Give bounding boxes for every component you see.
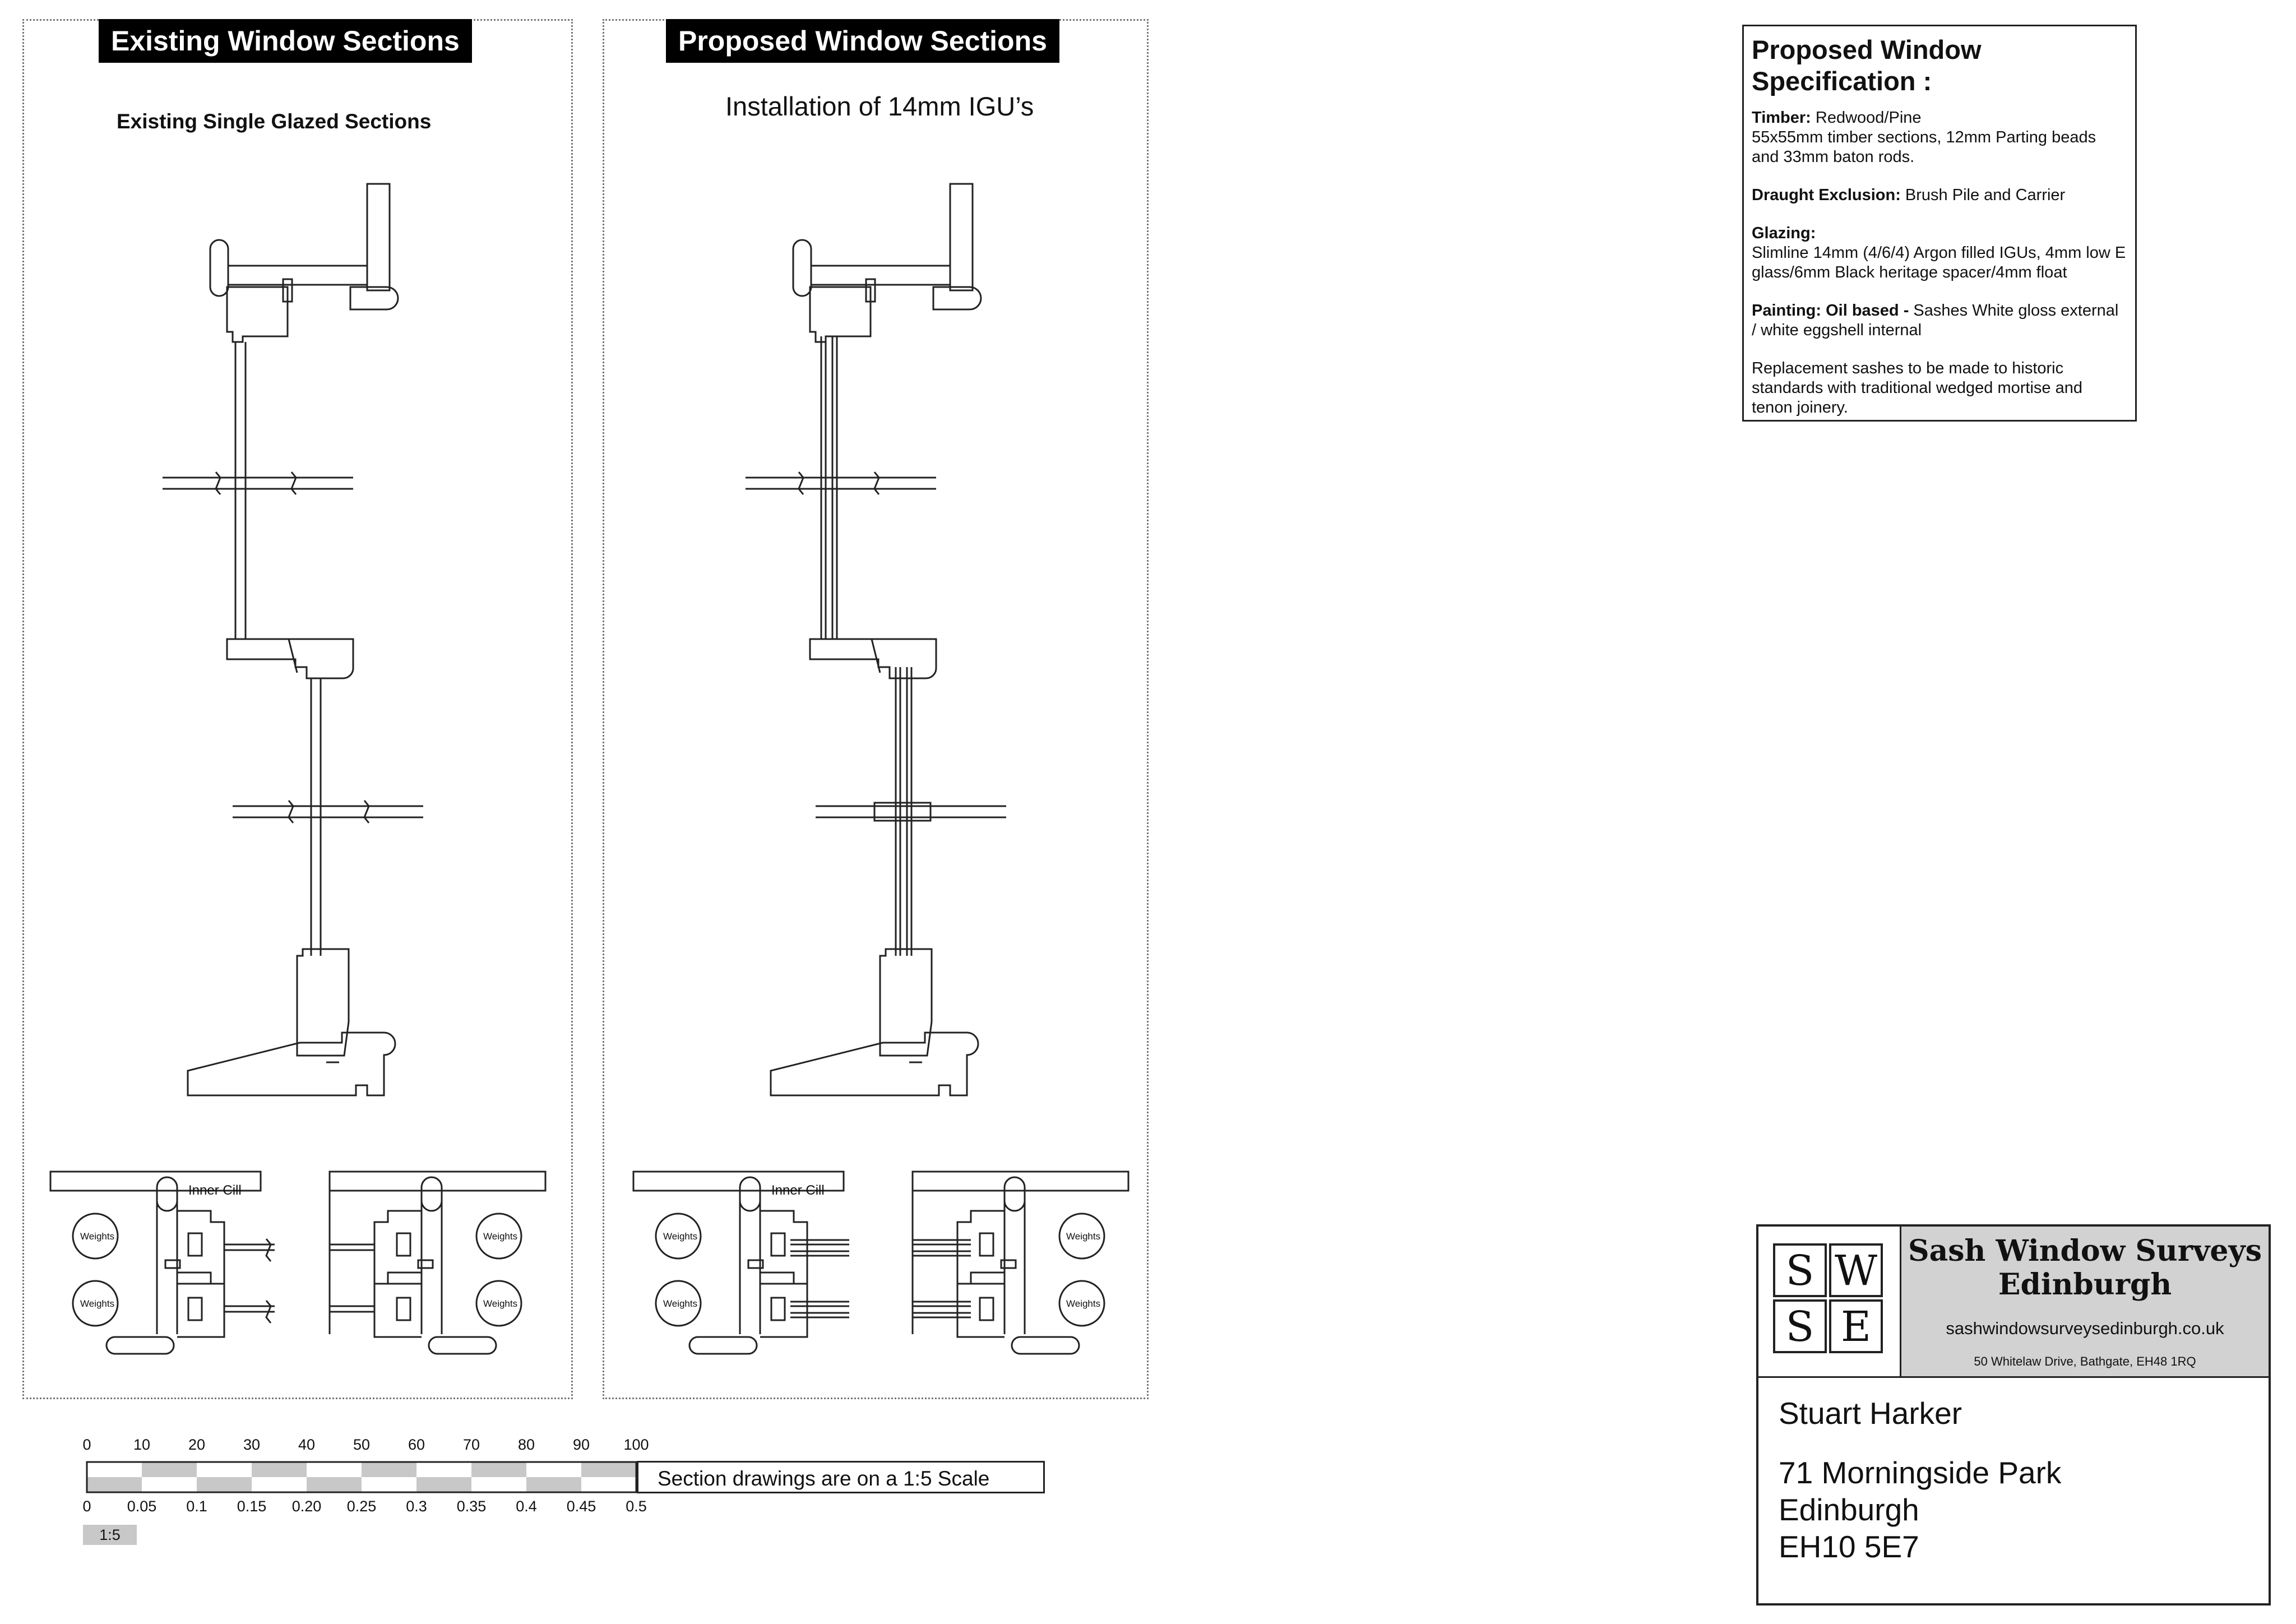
company-name-line1: Sash Window Surveys bbox=[1908, 1234, 2262, 1268]
scale-bar bbox=[86, 1461, 637, 1493]
logo-letter-s2: S bbox=[1773, 1299, 1827, 1353]
proposed-plan-section-drawing bbox=[632, 1170, 1130, 1355]
proposed-weights-label-2: Weights bbox=[663, 1298, 698, 1309]
existing-weights-label-3: Weights bbox=[483, 1231, 518, 1242]
scale-bottom-label: 0.25 bbox=[346, 1498, 377, 1515]
scale-segment-top-4 bbox=[307, 1462, 362, 1477]
scale-top-label: 70 bbox=[462, 1436, 480, 1453]
scale-segment-bottom-2 bbox=[197, 1477, 252, 1492]
scale-bottom-label: 0.4 bbox=[516, 1498, 537, 1515]
proposed-sections-subtitle: Installation of 14mm IGU’s bbox=[725, 91, 1034, 121]
scale-bottom-label: 0.15 bbox=[237, 1498, 267, 1515]
logo-letter-e: E bbox=[1829, 1299, 1883, 1353]
spec-title: Proposed Window Specification : bbox=[1752, 35, 1982, 96]
scale-ratio-text: 1:5 bbox=[99, 1526, 121, 1543]
spec-timber-label: Timber: bbox=[1752, 109, 1811, 127]
existing-weights-label-2: Weights bbox=[80, 1298, 115, 1309]
existing-vertical-section-drawing bbox=[163, 183, 423, 1096]
spec-timber: Timber: Redwood/Pine 55x55mm timber sect… bbox=[1752, 108, 2127, 167]
scale-top-label: 0 bbox=[82, 1436, 91, 1453]
client-address-line2: Edinburgh bbox=[1779, 1492, 1919, 1527]
proposed-weights-label-3: Weights bbox=[1066, 1231, 1101, 1242]
company-name-line2: Edinburgh bbox=[1998, 1267, 2172, 1302]
proposed-vertical-section-drawing bbox=[746, 183, 1006, 1096]
scale-segment-top-0 bbox=[87, 1462, 142, 1477]
scale-bottom-label: 0.3 bbox=[406, 1498, 427, 1515]
scale-top-label: 40 bbox=[298, 1436, 316, 1453]
existing-sections-subtitle: Existing Single Glazed Sections bbox=[117, 110, 432, 133]
scale-ratio-tag: 1:5 bbox=[83, 1525, 137, 1545]
spec-glazing-detail: Slimline 14mm (4/6/4) Argon filled IGUs,… bbox=[1752, 244, 2126, 281]
client-address-line1: 71 Morningside Park bbox=[1779, 1455, 2062, 1490]
existing-inner-cill-label: Inner Cill bbox=[188, 1183, 242, 1198]
existing-weights-label-1: Weights bbox=[80, 1231, 115, 1242]
scale-segment-top-9 bbox=[581, 1462, 636, 1477]
spec-glazing-label: Glazing: bbox=[1752, 224, 1816, 242]
scale-segment-top-6 bbox=[416, 1462, 471, 1477]
scale-bottom-label: 0.45 bbox=[566, 1498, 596, 1515]
spec-glazing: Glazing: Slimline 14mm (4/6/4) Argon fil… bbox=[1752, 224, 2127, 283]
scale-bottom-label: 0.05 bbox=[127, 1498, 157, 1515]
spec-draught: Draught Exclusion: Brush Pile and Carrie… bbox=[1752, 186, 2127, 205]
scale-segment-top-7 bbox=[471, 1462, 526, 1477]
scale-top-label: 30 bbox=[243, 1436, 261, 1453]
scale-top-label: 20 bbox=[188, 1436, 206, 1453]
scale-segment-top-3 bbox=[252, 1462, 307, 1477]
existing-weights-label-4: Weights bbox=[483, 1298, 518, 1309]
scale-segment-bottom-4 bbox=[307, 1477, 362, 1492]
logo-letter-w: W bbox=[1829, 1243, 1883, 1297]
spec-replacement-note: Replacement sashes to be made to histori… bbox=[1752, 359, 2082, 417]
existing-sections-header: Existing Window Sections bbox=[99, 19, 472, 63]
title-block: S W S E Sash Window Surveys Edinburgh sa… bbox=[1756, 1224, 2271, 1606]
scale-bottom-label: 0.20 bbox=[291, 1498, 322, 1515]
scale-bottom-label: 0.35 bbox=[456, 1498, 487, 1515]
logo-letter-s1: S bbox=[1773, 1243, 1827, 1297]
scale-bottom-label: 0 bbox=[82, 1498, 91, 1515]
scale-top-label: 90 bbox=[572, 1436, 590, 1453]
existing-plan-section-drawing bbox=[49, 1170, 547, 1355]
scale-bottom-label: 0.5 bbox=[626, 1498, 647, 1515]
scale-segment-bottom-1 bbox=[142, 1477, 197, 1492]
scale-top-label: 50 bbox=[353, 1436, 371, 1453]
scale-segment-top-8 bbox=[526, 1462, 581, 1477]
scale-segment-bottom-0 bbox=[87, 1477, 142, 1492]
scale-segment-top-5 bbox=[362, 1462, 416, 1477]
client-details: Stuart Harker 71 Morningside Park Edinbu… bbox=[1779, 1395, 2061, 1565]
scale-segment-bottom-3 bbox=[252, 1477, 307, 1492]
proposed-weights-label-1: Weights bbox=[663, 1231, 698, 1242]
client-name: Stuart Harker bbox=[1779, 1396, 1962, 1431]
proposed-sections-header: Proposed Window Sections bbox=[666, 19, 1059, 63]
spec-timber-detail: 55x55mm timber sections, 12mm Parting be… bbox=[1752, 128, 2096, 166]
company-address: 50 Whitelaw Drive, Bathgate, EH48 1RQ bbox=[1974, 1354, 2196, 1368]
company-info: Sash Window Surveys Edinburgh sashwindow… bbox=[1901, 1227, 2269, 1378]
scale-top-label: 10 bbox=[133, 1436, 151, 1453]
spec-painting-label: Painting: Oil based - bbox=[1752, 302, 1909, 320]
scale-segment-bottom-9 bbox=[581, 1477, 636, 1492]
scale-segment-bottom-5 bbox=[362, 1477, 416, 1492]
scale-top-label: 100 bbox=[623, 1436, 649, 1453]
scale-segment-bottom-8 bbox=[526, 1477, 581, 1492]
scale-top-label: 80 bbox=[517, 1436, 535, 1453]
scale-segment-bottom-6 bbox=[416, 1477, 471, 1492]
proposed-inner-cill-label: Inner Cill bbox=[771, 1183, 825, 1198]
scale-bottom-label: 0.1 bbox=[186, 1498, 207, 1515]
spec-painting: Painting: Oil based - Sashes White gloss… bbox=[1752, 301, 2127, 340]
company-website: sashwindowsurveysedinburgh.co.uk bbox=[1946, 1318, 2224, 1338]
spec-draught-label: Draught Exclusion: bbox=[1752, 186, 1901, 204]
scale-segment-top-2 bbox=[197, 1462, 252, 1477]
scale-note: Section drawings are on a 1:5 Scale bbox=[658, 1467, 990, 1490]
proposed-weights-label-4: Weights bbox=[1066, 1298, 1101, 1309]
scale-segment-top-1 bbox=[142, 1462, 197, 1477]
spec-painting-value: Sashes White gloss external / white eggs… bbox=[1752, 302, 2119, 339]
spec-timber-value: Redwood/Pine bbox=[1815, 109, 1922, 127]
client-address-line3: EH10 5E7 bbox=[1779, 1529, 1919, 1564]
scale-note-box: Section drawings are on a 1:5 Scale bbox=[637, 1461, 1045, 1493]
scale-top-label: 60 bbox=[408, 1436, 425, 1453]
spec-draught-value: Brush Pile and Carrier bbox=[1905, 186, 2066, 204]
company-logo: S W S E bbox=[1758, 1227, 1901, 1378]
scale-segment-bottom-7 bbox=[471, 1477, 526, 1492]
scale-outline bbox=[86, 1461, 637, 1493]
company-name: Sash Window Surveys Edinburgh bbox=[1901, 1234, 2269, 1302]
window-specification-box: Proposed Window Specification : Timber: … bbox=[1742, 25, 2137, 422]
